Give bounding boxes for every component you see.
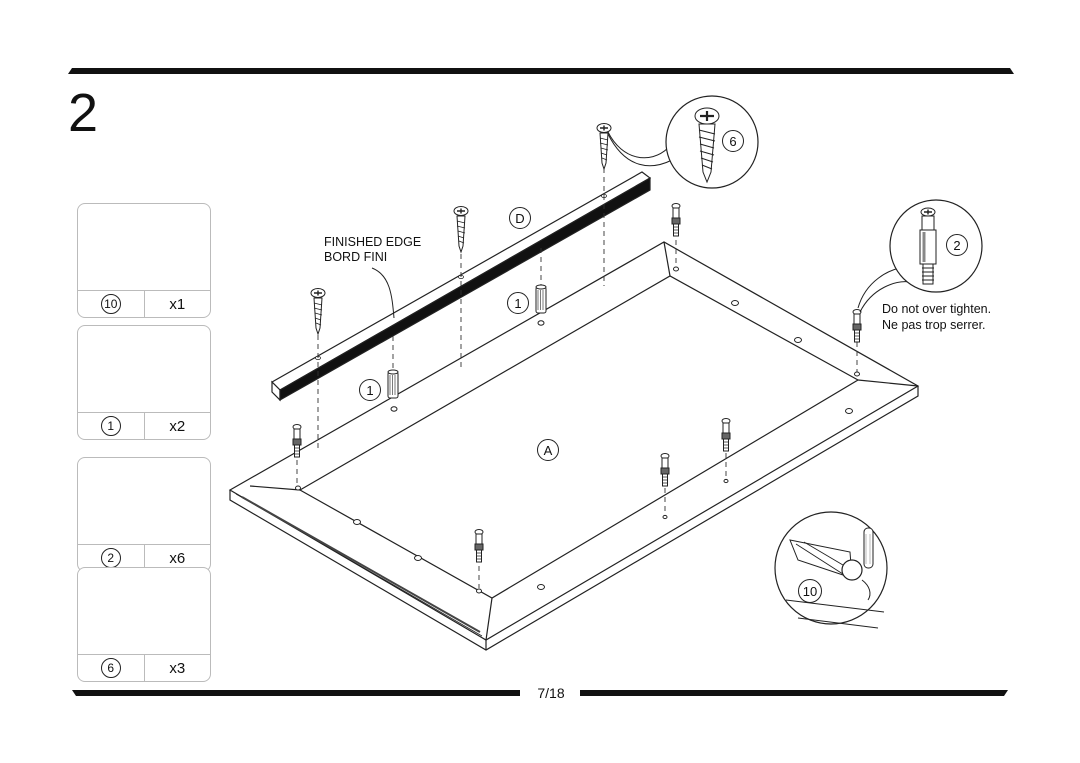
panel-a-label: A <box>537 439 559 461</box>
bolt-detail-callout <box>857 199 983 313</box>
part-card-2: 2 x6 <box>77 457 211 572</box>
part-quantity: x6 <box>143 545 211 571</box>
part-number: 2 <box>100 548 121 568</box>
part-quantity: x3 <box>143 655 211 681</box>
bolt-callout-ref: 2 <box>946 234 968 256</box>
part-quantity: x2 <box>143 413 211 439</box>
header-rule <box>68 68 1014 74</box>
screw-icon <box>453 206 469 254</box>
step-number: 2 <box>68 83 99 143</box>
part-art <box>78 204 210 290</box>
finished-edge-fr: BORD FINI <box>324 250 388 264</box>
part-number: 10 <box>100 294 121 314</box>
cam-detail-callout <box>774 511 888 629</box>
dowel-icon <box>535 284 547 314</box>
dowel-icon <box>387 369 399 399</box>
footer-rule-left <box>72 690 520 696</box>
screw-icon <box>596 123 612 171</box>
part-art <box>78 568 210 654</box>
part-quantity: x1 <box>143 291 211 317</box>
finished-edge-en: FINISHED EDGE <box>324 235 422 249</box>
screw-callout-ref: 6 <box>722 130 744 152</box>
part-number: 6 <box>100 658 121 678</box>
screw-icon <box>310 288 326 336</box>
part-card-1: 1 x2 <box>77 325 211 440</box>
tighten-note: Do not over tighten. Ne pas trop serrer. <box>882 301 991 333</box>
screw-detail-callout <box>607 95 759 189</box>
page-number: 7/18 <box>522 685 580 701</box>
part-art <box>78 458 210 544</box>
panel-a-frame <box>228 241 920 651</box>
finished-edge-label: FINISHED EDGE BORD FINI <box>324 235 421 265</box>
part-number: 1 <box>100 416 121 436</box>
tighten-note-fr: Ne pas trop serrer. <box>882 318 986 332</box>
dowel-ref-top: 1 <box>507 292 529 314</box>
tighten-note-en: Do not over tighten. <box>882 302 992 316</box>
dowel-ref-left: 1 <box>359 379 381 401</box>
footer-rule-right <box>578 690 1008 696</box>
cam-callout-ref: 10 <box>798 579 822 603</box>
part-card-10: 10 x1 <box>77 203 211 318</box>
guide-lines <box>296 168 858 588</box>
finished-edge-leader <box>371 267 395 319</box>
part-art <box>78 326 210 412</box>
cam-bolts <box>292 203 862 563</box>
frame-holes <box>295 266 860 594</box>
panel-d-label: D <box>509 207 531 229</box>
part-card-6: 6 x3 <box>77 567 211 682</box>
